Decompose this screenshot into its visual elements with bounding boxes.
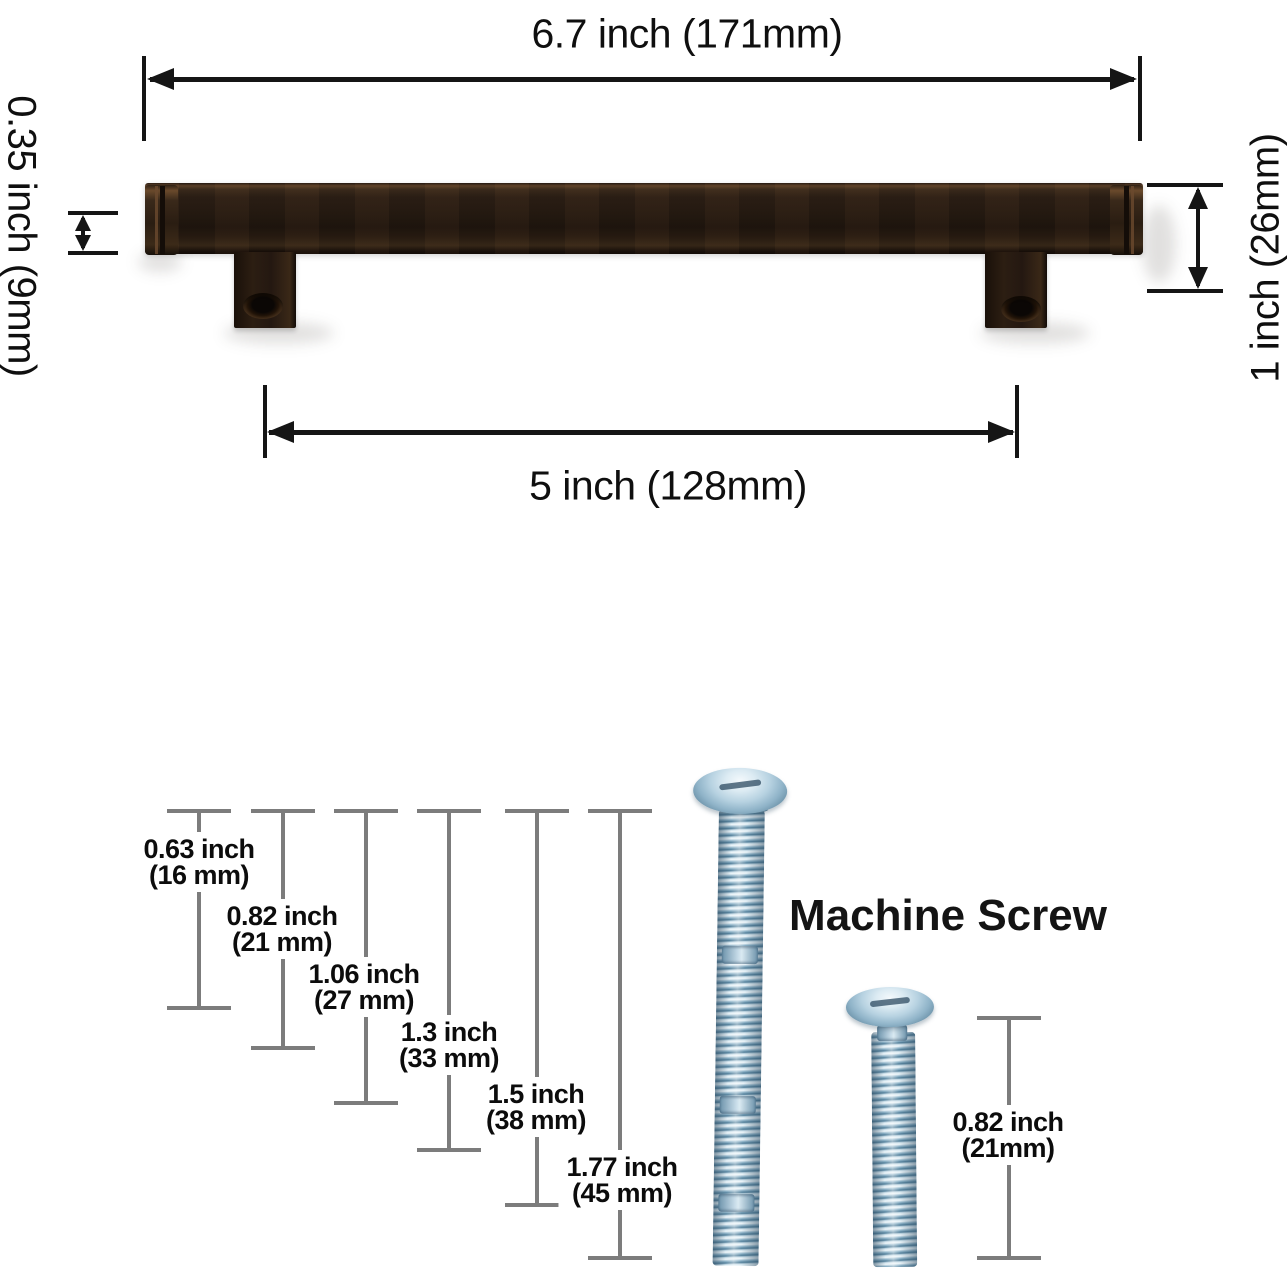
length-inch: 1.5 inch (487, 1079, 585, 1109)
bar-thickness-label: 0.35 inch (9mm) (0, 95, 44, 377)
length-inch: 1.06 inch (308, 959, 420, 989)
arrowhead-down-icon (75, 235, 91, 251)
arrowhead-up-icon (75, 215, 91, 231)
handle-shadow (138, 252, 182, 272)
dimension-arrow-line (269, 430, 1013, 435)
end-cap-groove (1124, 186, 1129, 254)
length-inch: 0.63 inch (143, 834, 255, 864)
dimension-tick (1138, 56, 1142, 141)
length-indicator-cap (417, 1148, 481, 1152)
length-indicator-line (197, 809, 201, 1008)
arrowhead-left-icon (147, 68, 174, 90)
bar-height-label: 1 inch (26mm) (1243, 133, 1288, 383)
handle-shadow (1142, 205, 1176, 283)
length-indicator-line (535, 809, 539, 1205)
dimension-tick (68, 211, 118, 215)
length-indicator-line (364, 809, 368, 1103)
length-mm: (45 mm) (571, 1178, 673, 1208)
end-cap-groove (160, 186, 165, 254)
screw-shaft (871, 1031, 918, 1268)
dimension-tick (1147, 183, 1223, 187)
screw-shank (877, 1024, 908, 1042)
length-inch: 1.3 inch (400, 1017, 498, 1047)
arrowhead-left-icon (267, 421, 294, 443)
end-cap-highlight (155, 186, 158, 254)
dimension-tick (1147, 289, 1223, 293)
arrowhead-down-icon (1188, 267, 1208, 289)
dimension-arrow-line (150, 77, 1134, 82)
length-indicator-cap (251, 809, 315, 813)
screw-head (845, 986, 935, 1028)
length-inch: 0.82 inch (952, 1107, 1064, 1137)
length-indicator-cap (505, 809, 569, 813)
length-indicator-cap (167, 1006, 231, 1010)
screw-length-label: 1.06 inch (27 mm) (300, 957, 428, 1017)
length-indicator-cap (417, 809, 481, 813)
right-screw-hole (1001, 296, 1041, 322)
large-machine-screw-image (656, 759, 833, 1273)
screw-break-notch (718, 1193, 755, 1213)
length-indicator-cap (334, 1101, 398, 1105)
small-machine-screw-image (839, 980, 952, 1273)
length-mm: (27 mm) (313, 985, 415, 1015)
small-screw-length-label: 0.82 inch (21mm) (944, 1105, 1072, 1165)
machine-screw-title: Machine Screw (789, 891, 1107, 940)
screw-length-label: 1.3 inch (33 mm) (390, 1015, 508, 1075)
dimension-tick (68, 251, 118, 255)
screw-break-notch (721, 945, 758, 965)
length-inch: 1.77 inch (566, 1152, 678, 1182)
length-indicator-line (618, 809, 622, 1258)
left-screw-hole (243, 293, 283, 319)
dimension-tick (263, 385, 267, 458)
length-inch: 0.82 inch (226, 901, 338, 931)
arrowhead-right-icon (1110, 68, 1137, 90)
length-mm: (21mm) (961, 1133, 1055, 1163)
length-mm: (16 mm) (148, 860, 250, 890)
screw-head (692, 767, 788, 815)
length-mm: (33 mm) (398, 1043, 500, 1073)
length-indicator-cap (977, 1256, 1041, 1260)
dimension-arrow-line (1196, 190, 1200, 286)
screw-length-label: 0.82 inch (21 mm) (218, 899, 346, 959)
length-indicator-cap (334, 809, 398, 813)
dimension-tick (1015, 385, 1019, 458)
screw-length-label: 1.5 inch (38 mm) (477, 1077, 595, 1137)
hole-spacing-label: 5 inch (128mm) (529, 462, 807, 509)
dimension-tick (142, 56, 146, 141)
dimension-arrow-line (81, 218, 85, 248)
screw-break-notch (719, 1095, 756, 1115)
screw-length-label: 0.63 inch (16 mm) (135, 832, 263, 892)
length-indicator-line (447, 809, 451, 1150)
length-mm: (21 mm) (231, 927, 333, 957)
overall-length-label: 6.7 inch (171mm) (531, 10, 843, 57)
length-indicator-cap (505, 1203, 569, 1207)
arrowhead-up-icon (1188, 187, 1208, 209)
length-indicator-cap (977, 1016, 1041, 1020)
length-indicator-cap (588, 1256, 652, 1260)
end-cap-highlight (1131, 186, 1134, 254)
handle-bar (145, 183, 1143, 254)
length-indicator-cap (251, 1046, 315, 1050)
length-mm: (38 mm) (485, 1105, 587, 1135)
arrowhead-right-icon (988, 421, 1015, 443)
length-indicator-cap (588, 809, 652, 813)
length-indicator-cap (167, 809, 231, 813)
screw-length-label: 1.77 inch (45 mm) (558, 1150, 686, 1210)
